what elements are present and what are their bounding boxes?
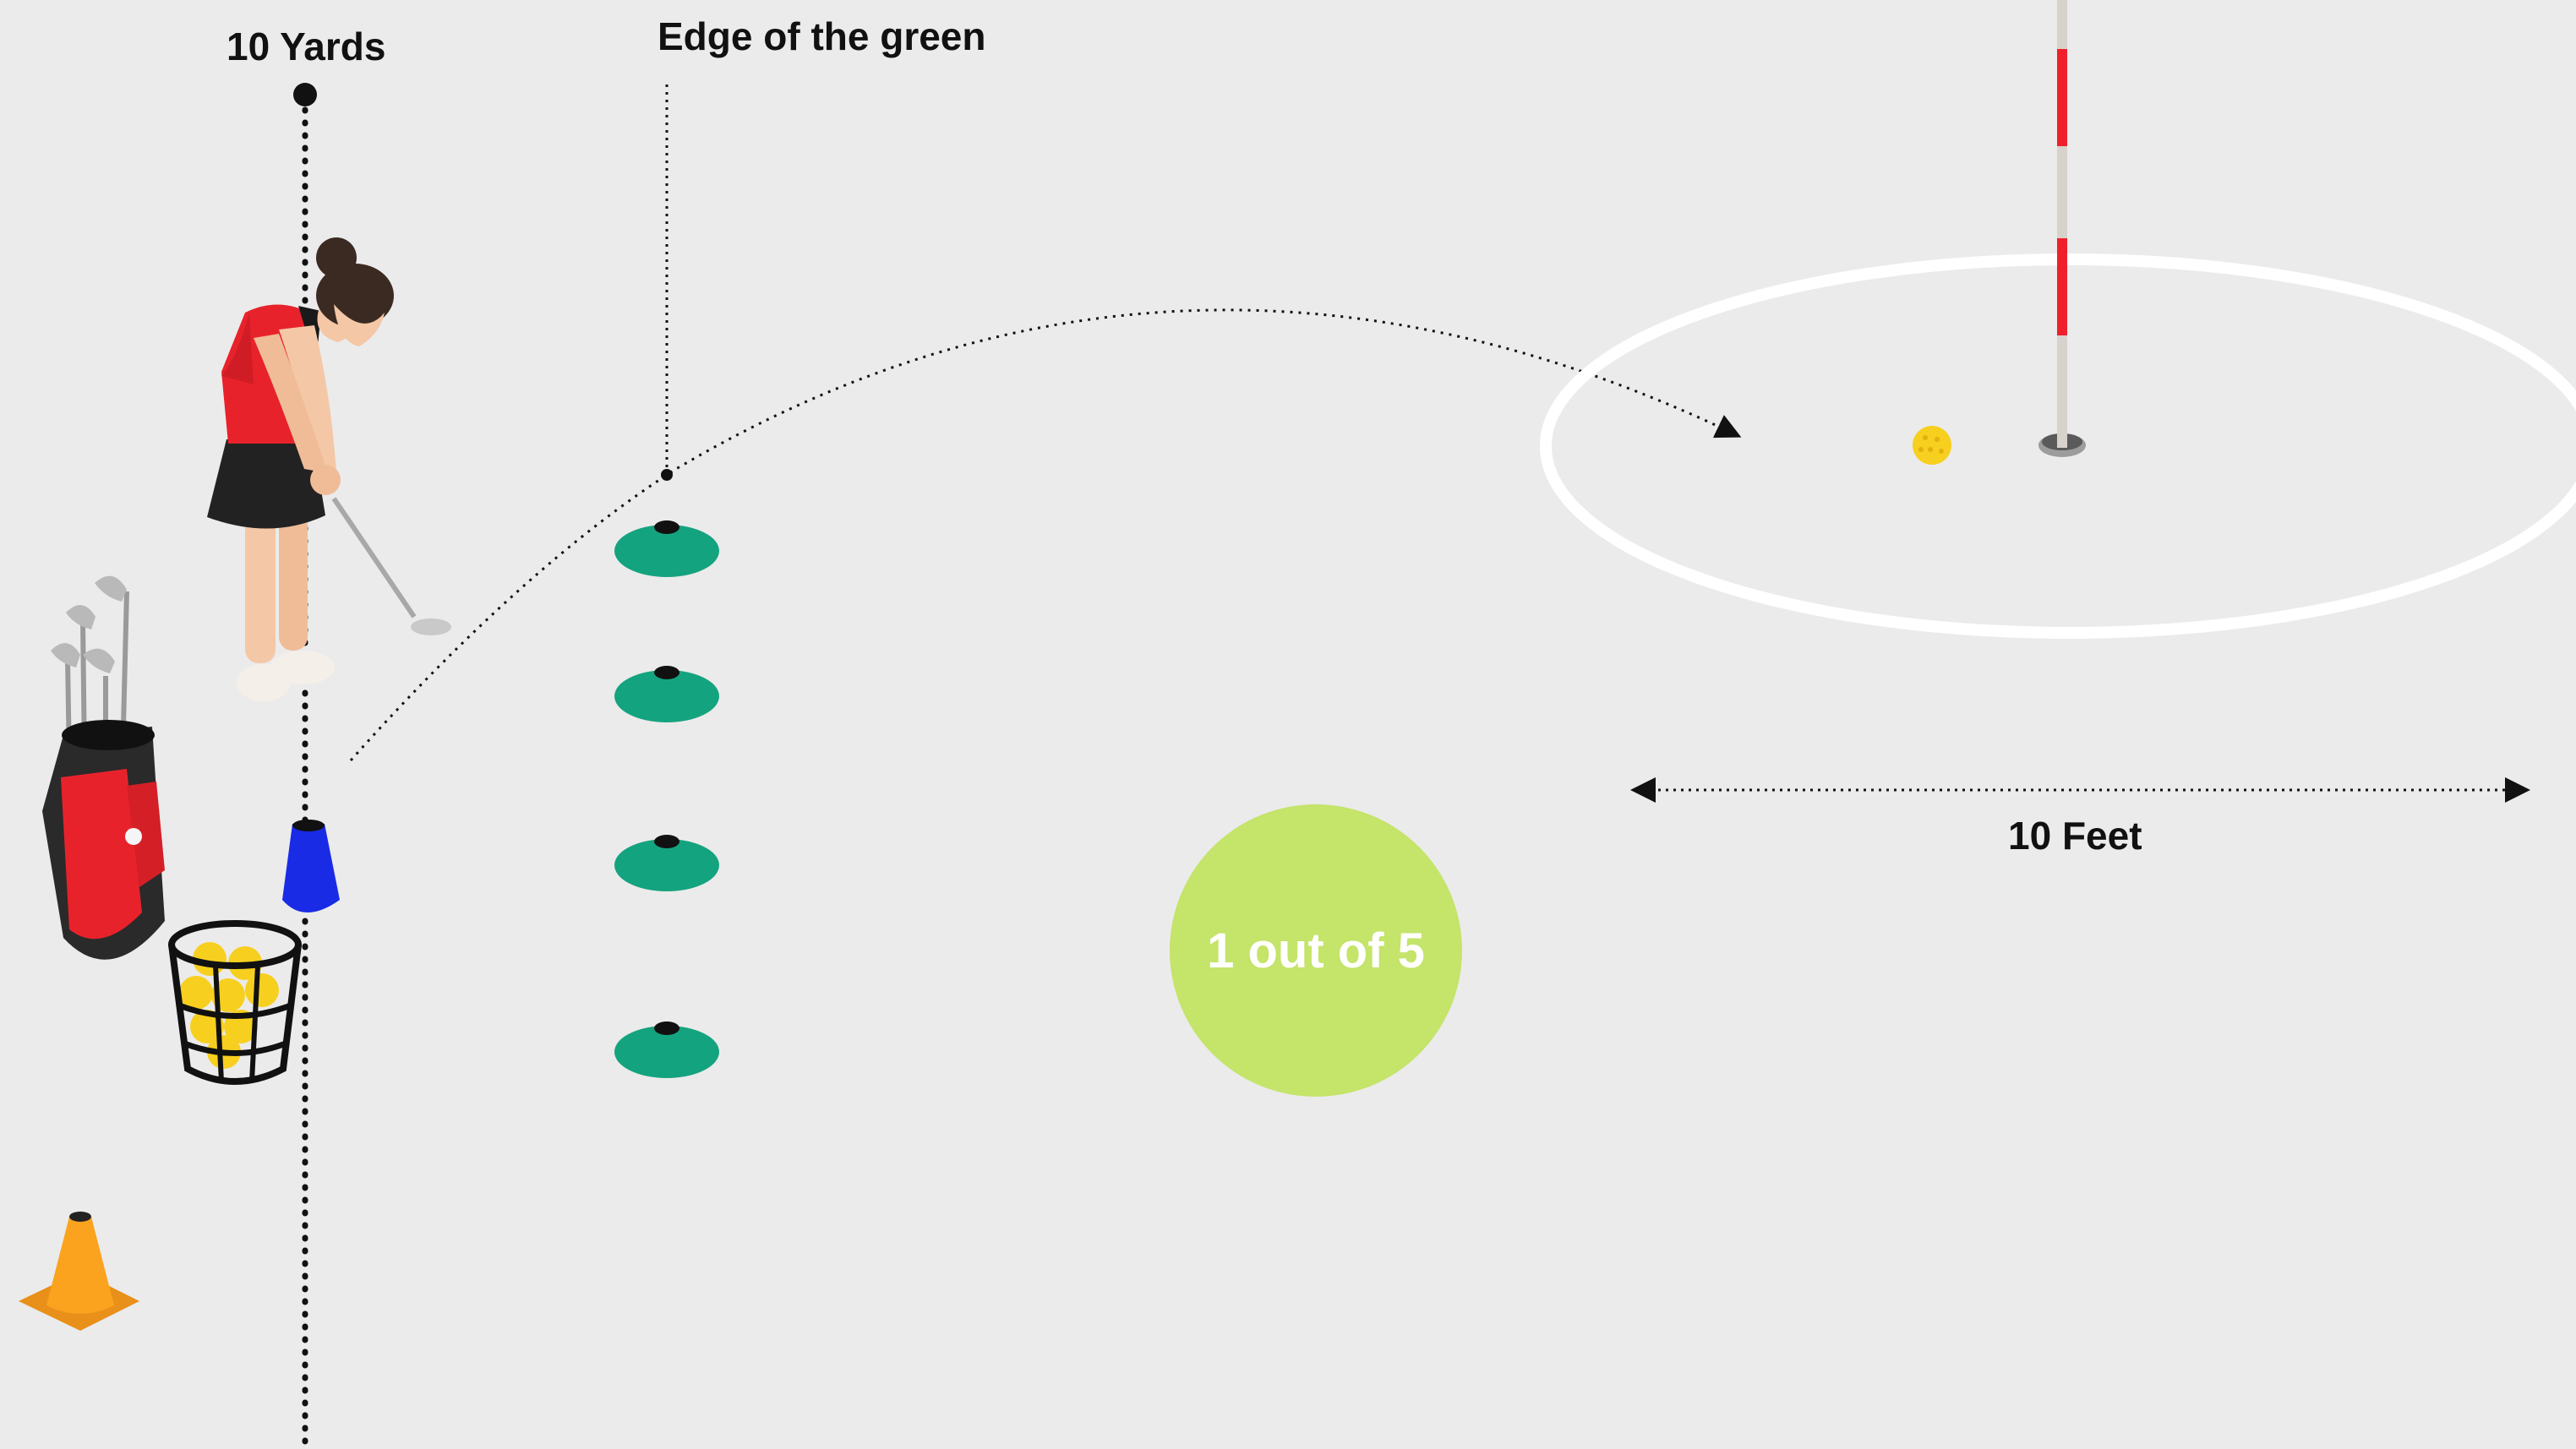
ball-flight-arc bbox=[349, 308, 1742, 761]
success-rate-badge: 1 out of 5 bbox=[1170, 804, 1462, 1097]
target-circle bbox=[1540, 253, 2576, 639]
blue-cone-icon bbox=[282, 820, 340, 912]
green-edge-pointer bbox=[661, 84, 673, 481]
golfer-icon bbox=[207, 237, 451, 701]
success-rate-text: 1 out of 5 bbox=[1207, 923, 1425, 978]
disc-cone-icon bbox=[614, 666, 719, 722]
yard-distance-label: 10 Yards bbox=[226, 25, 386, 68]
golf-bag-icon bbox=[42, 575, 165, 960]
disc-cone-icon bbox=[614, 835, 719, 891]
yard-line bbox=[293, 83, 317, 1448]
golf-ball-icon bbox=[1913, 426, 1951, 465]
ball-basket-icon bbox=[168, 920, 302, 1085]
disc-cone-icon bbox=[614, 520, 719, 577]
disc-cone-icon bbox=[614, 1021, 719, 1078]
target-width-label: 10 Feet bbox=[2008, 814, 2142, 858]
orange-cone-icon bbox=[19, 1212, 139, 1331]
flagstick-icon bbox=[2038, 0, 2086, 457]
green-edge-label: Edge of the green bbox=[658, 14, 986, 58]
